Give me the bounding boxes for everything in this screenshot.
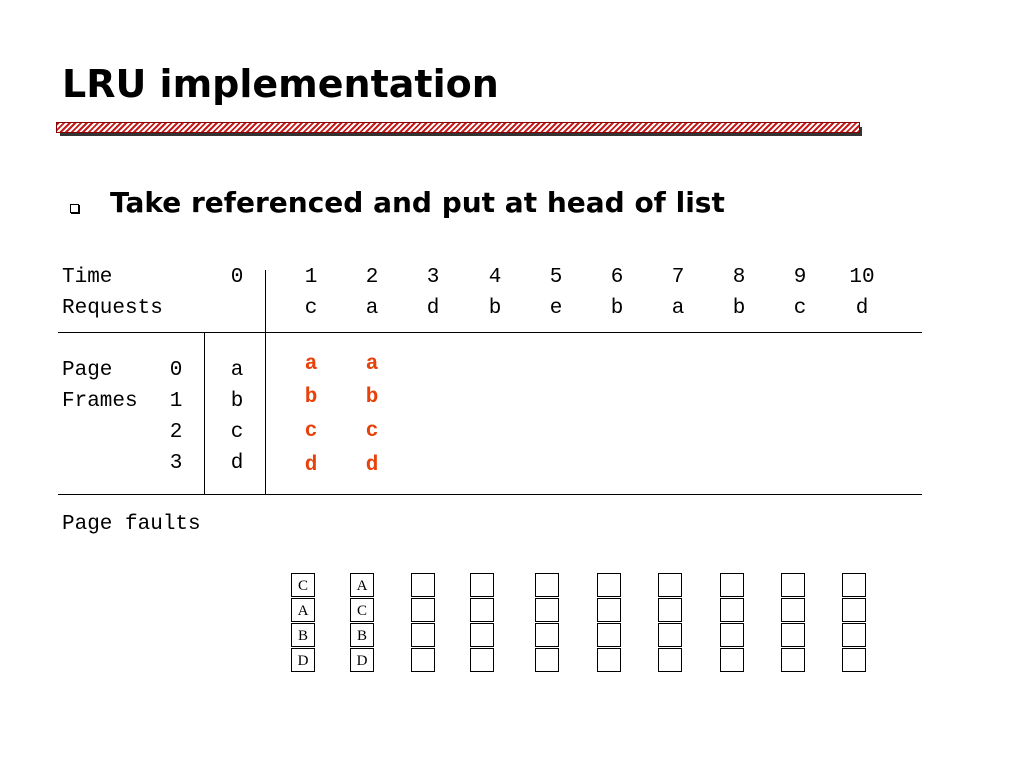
lru-stack-box: C [350, 598, 374, 622]
initial-frame-value: d [230, 452, 244, 475]
lru-stack-box [535, 648, 559, 672]
lru-stack-box: C [291, 573, 315, 597]
time-value: 9 [793, 266, 807, 289]
lru-stack-box [597, 573, 621, 597]
lru-stack-box: B [350, 623, 374, 647]
request-value: d [426, 297, 440, 320]
initial-vertical-line [265, 270, 266, 494]
lru-stack-box: D [291, 648, 315, 672]
time-label: Time [62, 266, 113, 289]
lru-stack-box [842, 623, 866, 647]
request-value: a [365, 297, 379, 320]
page-label: Page [62, 359, 113, 382]
lru-stack-box [535, 623, 559, 647]
request-value: e [549, 297, 563, 320]
lru-stack-box [781, 598, 805, 622]
lru-stack-box [720, 573, 744, 597]
lru-stack-box [597, 598, 621, 622]
lru-stack-box: D [350, 648, 374, 672]
time-value: 1 [304, 266, 318, 289]
page-faults-label: Page faults [62, 513, 201, 536]
lru-stack-box [781, 648, 805, 672]
frame-content-value: a [365, 353, 379, 376]
time-value: 4 [488, 266, 502, 289]
frame-number: 3 [169, 452, 183, 475]
request-value: b [732, 297, 746, 320]
initial-frame-value: a [230, 359, 244, 382]
request-value: b [610, 297, 624, 320]
time-zero: 0 [230, 266, 244, 289]
request-value: a [671, 297, 685, 320]
body-divider [58, 494, 922, 495]
lru-stack-box [470, 598, 494, 622]
lru-stack-box [842, 573, 866, 597]
bullet-square-icon [70, 204, 79, 213]
frames-vertical-line [204, 332, 205, 494]
lru-stack-box [411, 623, 435, 647]
bullet-text: Take referenced and put at head of list [110, 186, 725, 219]
request-value: c [793, 297, 807, 320]
time-value: 7 [671, 266, 685, 289]
lru-stack-box [658, 598, 682, 622]
lru-stack-box [842, 598, 866, 622]
slide-title: LRU implementation [62, 62, 499, 106]
lru-stack-box: B [291, 623, 315, 647]
time-value: 10 [849, 266, 875, 289]
lru-stack-box [597, 648, 621, 672]
lru-stack-box [470, 573, 494, 597]
lru-stack-box [720, 648, 744, 672]
lru-stack-box [720, 598, 744, 622]
lru-stack-box: A [350, 573, 374, 597]
lru-stack-box [781, 623, 805, 647]
lru-stack-box [597, 623, 621, 647]
lru-stack-box [658, 648, 682, 672]
lru-stack-box: A [291, 598, 315, 622]
lru-stack-box [720, 623, 744, 647]
frame-content-value: c [304, 420, 318, 443]
lru-stack-box [658, 573, 682, 597]
frame-content-value: d [365, 454, 379, 477]
lru-stack-box [411, 598, 435, 622]
frame-content-value: b [304, 386, 318, 409]
time-value: 6 [610, 266, 624, 289]
lru-stack-box [842, 648, 866, 672]
frame-number: 1 [169, 390, 183, 413]
lru-stack-box [535, 598, 559, 622]
lru-stack-box [411, 648, 435, 672]
lru-stack-box [411, 573, 435, 597]
initial-frame-value: c [230, 421, 244, 444]
requests-label: Requests [62, 297, 163, 320]
request-value: c [304, 297, 318, 320]
frame-number: 0 [169, 359, 183, 382]
time-value: 2 [365, 266, 379, 289]
frame-number: 2 [169, 421, 183, 444]
initial-frame-value: b [230, 390, 244, 413]
title-rule [56, 122, 860, 133]
frame-content-value: c [365, 420, 379, 443]
request-value: b [488, 297, 502, 320]
time-value: 5 [549, 266, 563, 289]
frames-label: Frames [62, 390, 138, 413]
frame-content-value: b [365, 386, 379, 409]
frame-content-value: d [304, 454, 318, 477]
time-value: 3 [426, 266, 440, 289]
lru-stack-box [535, 573, 559, 597]
lru-stack-box [781, 573, 805, 597]
lru-stack-box [470, 648, 494, 672]
header-divider [58, 332, 922, 333]
lru-stack-box [658, 623, 682, 647]
request-value: d [855, 297, 869, 320]
lru-stack-box [470, 623, 494, 647]
time-value: 8 [732, 266, 746, 289]
frame-content-value: a [304, 353, 318, 376]
